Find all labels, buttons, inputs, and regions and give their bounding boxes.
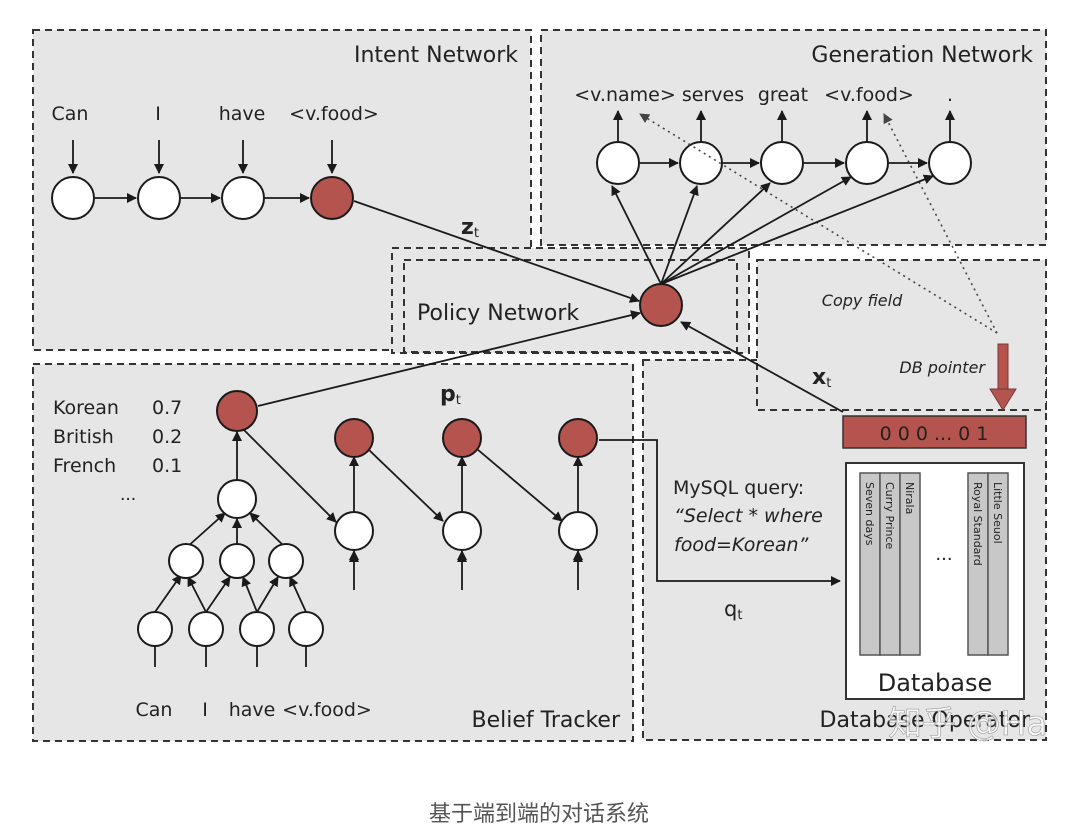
generation-node	[760, 141, 804, 185]
generation-node	[679, 141, 723, 185]
generation-word: serves	[682, 84, 744, 106]
copy-field-label: Copy field	[822, 291, 903, 310]
intent-word: Can	[52, 103, 89, 125]
watermark: 知乎 @Ha	[888, 704, 1047, 744]
tree-mid-node	[168, 543, 204, 579]
belief-input-word: I	[202, 699, 208, 721]
database-column-label: Nirala	[903, 482, 916, 514]
database-columns: Seven days Curry Prince Nirala Royal Sta…	[859, 472, 1009, 656]
tree-mid-node	[268, 543, 304, 579]
belief-slot-label: French	[53, 455, 116, 477]
db-pointer-arrow	[989, 343, 1017, 411]
policy-network-title: Policy Network	[417, 301, 579, 326]
intent-word: I	[155, 103, 161, 125]
db-pointer-vector	[842, 415, 1027, 449]
tree-leaf-node	[288, 611, 324, 647]
query-line-1: “Select * where	[674, 505, 823, 527]
generation-word: <v.name>	[574, 84, 676, 106]
generation-word: great	[758, 84, 808, 106]
generation-word: <v.food>	[824, 84, 914, 106]
policy-node	[639, 283, 683, 327]
database-column	[899, 472, 921, 656]
belief-hidden-node	[442, 511, 482, 551]
intent-output-node	[310, 176, 354, 220]
belief-hidden-node	[334, 511, 374, 551]
database-column-label: Seven days	[863, 482, 876, 546]
q-label: qt	[724, 597, 742, 623]
belief-output-node	[334, 418, 374, 458]
generation-node	[596, 141, 640, 185]
intent-words: Can I have <v.food>	[52, 103, 379, 125]
database-column-label: Royal Standard	[971, 482, 984, 566]
db-pointer-label: DB pointer	[899, 358, 986, 377]
belief-slot-value: 0.1	[152, 455, 182, 477]
tree-leaf-node	[137, 611, 173, 647]
belief-slot-label: Korean	[53, 397, 119, 419]
intent-node	[137, 176, 181, 220]
database-title: Database	[878, 669, 993, 697]
tree-leaf-node	[239, 611, 275, 647]
belief-output-node	[442, 418, 482, 458]
p-label: pt	[440, 382, 461, 408]
belief-input-words: Can I have <v.food>	[136, 699, 372, 721]
database-ellipsis: ...	[935, 544, 952, 565]
copy-field-pointers	[639, 113, 998, 334]
belief-input-word: have	[229, 699, 276, 721]
db-pointer-vector-values: 0 0 0 ... 0 1	[880, 423, 989, 445]
query-line-2: food=Korean”	[674, 534, 809, 556]
database-column-label: Little Seuol	[991, 482, 1004, 544]
belief-input-word: <v.food>	[282, 699, 372, 721]
belief-output-node	[216, 390, 258, 432]
generation-node	[845, 141, 889, 185]
belief-input-word: Can	[136, 699, 173, 721]
database-column-label: Curry Prince	[883, 482, 896, 550]
belief-ellipsis: ...	[120, 485, 136, 505]
intent-word: <v.food>	[289, 103, 379, 125]
belief-slot-label: British	[53, 426, 114, 448]
figure-caption: 基于端到端的对话系统	[428, 802, 649, 827]
architecture-diagram: Intent Network Generation Network Policy…	[32, 29, 1048, 744]
belief-hidden-node	[558, 511, 598, 551]
generation-word: .	[947, 84, 953, 106]
belief-slot-value: 0.7	[152, 397, 182, 419]
tree-mid-node	[219, 543, 255, 579]
intent-word: have	[219, 103, 266, 125]
tree-leaf-node	[188, 611, 224, 647]
intent-network-title: Intent Network	[354, 43, 518, 68]
generation-words: <v.name> serves great <v.food> .	[574, 84, 953, 106]
tree-root-node	[217, 479, 257, 519]
intent-node	[221, 176, 265, 220]
database-column	[987, 472, 1009, 656]
x-label: xt	[812, 365, 831, 391]
belief-output-node	[558, 418, 598, 458]
belief-tracker-title: Belief Tracker	[472, 708, 621, 733]
query-label: MySQL query:	[673, 477, 804, 499]
db-operator-title: Database Operator	[820, 708, 1031, 733]
z-label: zt	[461, 215, 479, 241]
belief-tracker-panel	[32, 363, 634, 742]
generation-node	[928, 141, 972, 185]
belief-distribution: Korean 0.7 British 0.2 French 0.1 ...	[53, 397, 182, 505]
intent-node	[51, 176, 95, 220]
belief-slot-value: 0.2	[152, 426, 182, 448]
generation-network-title: Generation Network	[811, 43, 1033, 68]
